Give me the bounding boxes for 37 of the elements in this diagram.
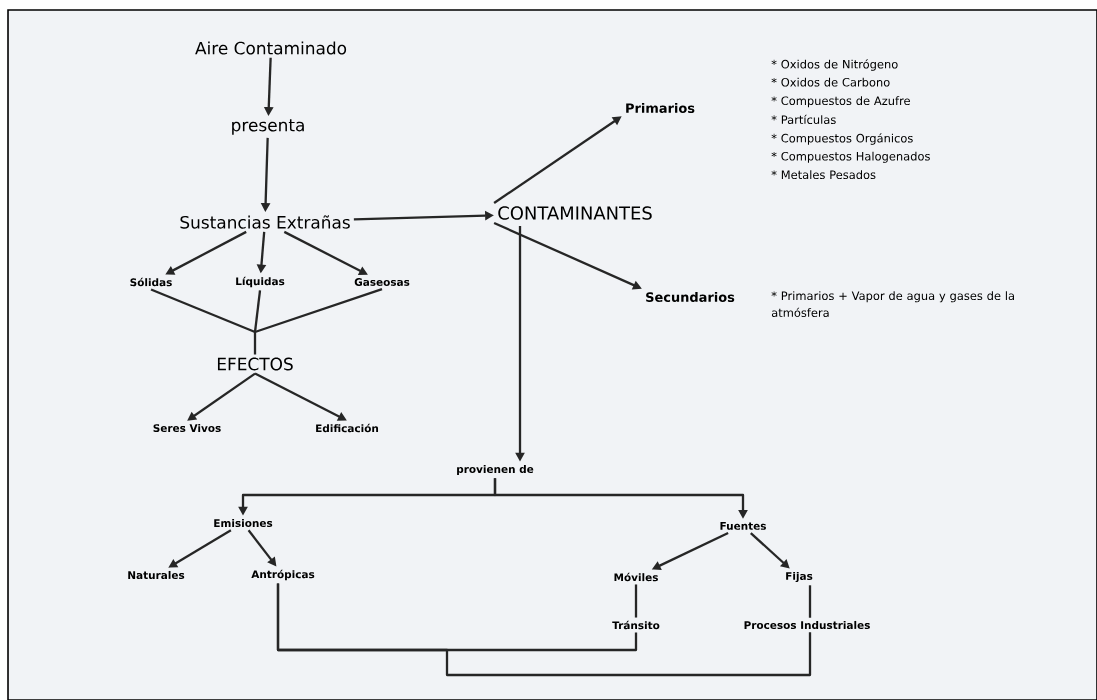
category-label: Secundarios [646,292,735,302]
concept-label: CONTAMINANTES [498,206,652,220]
category-label: Procesos Industriales [744,620,870,630]
category-label: Antrópicas [251,569,315,581]
category-label: Tránsito [612,620,660,630]
list-item: * Primarios + Vapor de agua y gases de la atmósfera [771,291,1014,317]
list-item: * Partículas [771,114,836,124]
connector-line [150,288,256,334]
list-item: * Oxidos de Carbono [771,77,890,87]
category-label: Naturales [128,570,185,580]
category-label: Sólidas [130,277,172,287]
connector-line [253,288,383,355]
category-label: Líquidas [236,276,285,288]
list-item: * Compuestos de Azufre [771,96,910,108]
connector-line [634,584,638,618]
concept-label: Sustancias Extrañas [180,215,350,229]
connector-line [276,583,812,677]
list-item: * Oxidos de Nitrógeno [771,59,898,71]
list-item: * Metales Pesados [771,170,876,180]
category-label: provienen de [457,464,534,476]
concept-label: Aire Contaminado [195,41,347,55]
category-label: Primarios [626,103,695,113]
arrow [187,372,256,421]
category-label: Seres Vivos [153,423,221,433]
category-label: Gaseosas [354,278,410,286]
category-label: Emisiones [214,518,273,528]
category-label: Móviles [614,572,658,582]
concept-label: presenta [232,119,304,135]
category-label: Fuentes [720,522,766,530]
concept-label: EFECTOS [217,357,293,371]
category-label: Edificación [316,423,378,433]
arrow [750,532,790,569]
category-label: Fijas [786,571,813,583]
list-item: * Compuestos Halogenados [771,151,930,163]
list-item: * Compuestos Orgánicos [771,133,913,145]
connector-line [253,290,262,333]
connector-line [808,585,812,618]
